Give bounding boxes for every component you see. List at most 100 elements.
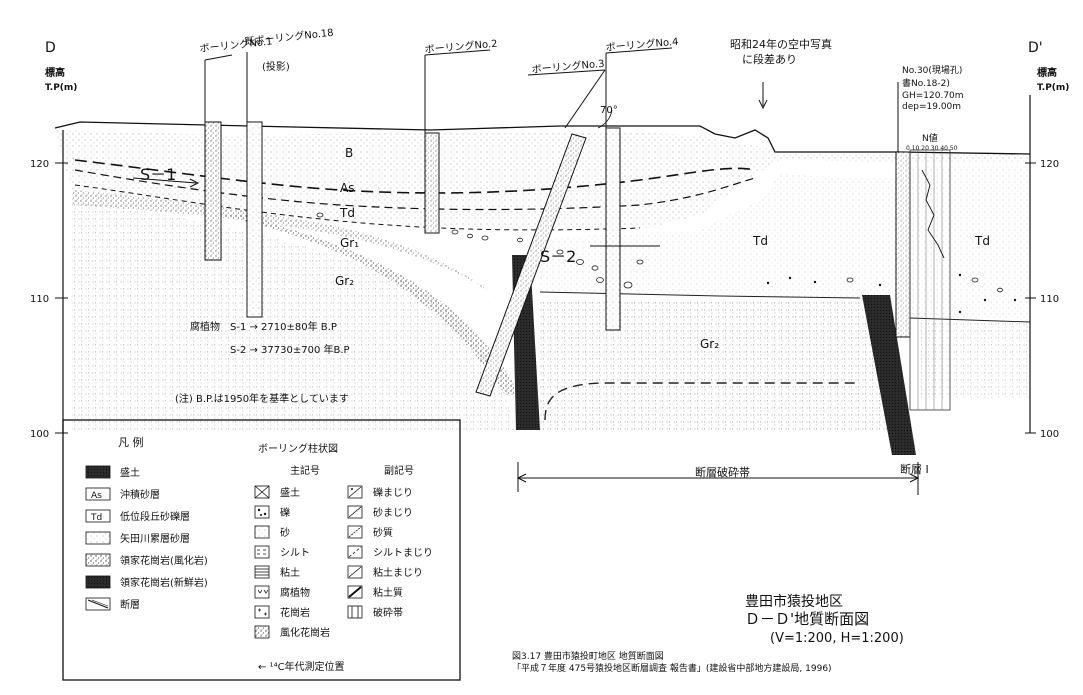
title-line-3: (V=1:200, H=1:200) [770,631,904,646]
legend-main-1: 盛土 [280,486,300,499]
legend-columns-title: ボーリング柱状図 [258,442,338,455]
borehole-no1 [204,54,233,261]
layer-td-center [540,175,900,300]
legend-main-4: シルト [280,548,310,559]
legend-unit-6: 領家花崗岩(新鮮岩) [120,576,208,589]
layer-gr2-left [72,200,515,430]
layer-gr1 [72,190,500,300]
organic-title: 腐植物 [190,320,220,333]
borehole-no18 [246,52,263,318]
label-borehole-no3: ボーリングNo.3 [531,57,605,76]
elev-tick-110-left: 110 [30,294,49,305]
legend-sub-5: 粘土まじり [373,566,423,579]
elev-tick-120-left: 120 [30,159,49,170]
layer-td-right [910,165,1030,320]
elev-tick-120-right: 120 [1040,159,1059,170]
elev-title-left-1: 標高 [45,66,65,79]
layer-label-td-mid: Td [752,234,768,248]
boundary-td-gr [74,184,641,231]
n-value-label: N値 [922,132,938,144]
borehole-no2 [424,49,491,234]
borehole-no4 [605,47,673,331]
organic-s1: S-1 → 2710±80年 B.P [230,320,337,333]
ground-surface-line [54,121,1031,155]
label-borehole-no30-4: dep=19.00m [902,102,961,112]
td-dots [766,273,1017,314]
legend-sub-4: シルトまじり [373,547,433,559]
aerial-photo-note-1: 昭和24年の空中写真 [730,37,832,51]
legend-sub-3: 砂質 [373,526,393,539]
layer-label-gr2: Gr₂ [335,274,354,288]
organic-s2: S-2 → 37730±700 年B.P [230,343,350,356]
legend-main-6: 腐植物 [280,586,310,599]
elev-title-right-1: 標高 [1037,66,1057,79]
title-line-1: 豊田市猿投地区 [745,593,843,610]
elev-tick-110-right: 110 [1040,294,1059,305]
legend-swatch-granite-weathered [85,553,111,567]
title-line-2: Ｄ－Ｄ'地質断面図 [745,610,869,628]
legend-main-7: 花崗岩 [280,606,310,619]
label-borehole-no18-1: 既ボーリングNo.18 [244,26,334,48]
legend-main-header: 主記号 [290,464,320,477]
legend-unit-3: 低位段丘砂礫層 [120,510,190,523]
legend-swatch-yadagawa [85,531,111,545]
bp-note: (注) B.P.は1950年を基準としています [175,392,349,405]
layer-label-gr2-right: Gr₂ [700,337,719,351]
caption-line-1: 図3.17 豊田市猿投町地区 地質断面図 [512,650,664,662]
legend-unit-7: 断層 [120,598,140,611]
legend-symbol-td: Td [90,513,102,523]
layer-label-td-left: Td [339,206,355,220]
legend-main-2: 礫 [280,506,290,519]
elev-title-right-2: T.P(m) [1037,83,1069,93]
elevation-axis-left [55,130,68,434]
label-borehole-no18-2: (投影) [262,60,290,73]
layer-label-td-right: Td [974,234,990,248]
legend-unit-1: 盛土 [120,466,140,479]
layer-upper-fill [55,130,1030,230]
sample-s2-label: S－2 [540,247,576,266]
layer-label-b: B [345,146,353,160]
legend-main-5: 粘土 [280,566,300,579]
layer-label-as: As [340,181,354,195]
legend-c14-note: ← ¹⁴C年代測定位置 [258,660,345,673]
layer-gr2-right [540,300,900,430]
layer-gr2-far-right [920,320,1030,400]
legend-swatch-granite-fresh [85,575,111,589]
legend-sub-1: 礫まじり [373,486,413,499]
boundary-lower-arc [544,382,860,421]
legend-swatch-fill [85,465,111,479]
caption-line-2: 「平成７年度 475号猿投地区断層調査 報告書」(建設省中部地方建設局, 199… [512,662,832,674]
label-borehole-no30-3: GH=120.70m [902,91,964,101]
label-borehole-no30-1: No.30(現場孔) [902,64,962,76]
elev-tick-100-left: 100 [30,429,49,440]
label-borehole-no30-2: 書No.18-2) [902,77,950,89]
dip-angle-label: 70° [600,105,618,116]
fault-zone-right [862,295,916,455]
legend-sub-6: 粘土質 [373,586,403,599]
legend-sub-7: 破砕帯 [373,606,403,619]
legend-unit-5: 領家花崗岩(風化岩) [120,554,208,567]
layer-label-gr1: Gr₁ [340,236,359,250]
aerial-photo-note-2: に段差あり [742,52,797,66]
label-borehole-no4: ボーリングNo.4 [605,35,679,54]
legend-sub-2: 砂まじり [373,506,413,519]
legend-sub-header: 副記号 [384,464,414,477]
elevation-axis-right [1025,95,1036,434]
boundary-td-gr2 [539,291,1031,323]
fault-zone-dimension [516,462,920,495]
legend-swatch-as [85,487,111,501]
legend-unit-4: 矢田川累層砂層 [120,532,190,545]
legend-units-title: 凡 例 [118,435,144,449]
legend-unit-2: 沖積砂層 [120,488,160,501]
elev-title-left-2: T.P(m) [45,83,77,93]
legend-swatch-td [85,509,111,523]
elev-tick-100-right: 100 [1040,429,1059,440]
section-end-right: D' [1028,40,1043,56]
legend-box: 凡 例 As Td 盛土 沖積砂層 低位段丘砂礫層 矢田川累層砂層 領家花崗岩(… [62,419,461,681]
legend-main-3: 砂 [280,526,290,539]
fault-1-label: 断層 I [900,462,929,476]
sample-s1-label: S－1 [140,165,176,184]
label-borehole-no2: ボーリングNo.2 [424,37,498,56]
